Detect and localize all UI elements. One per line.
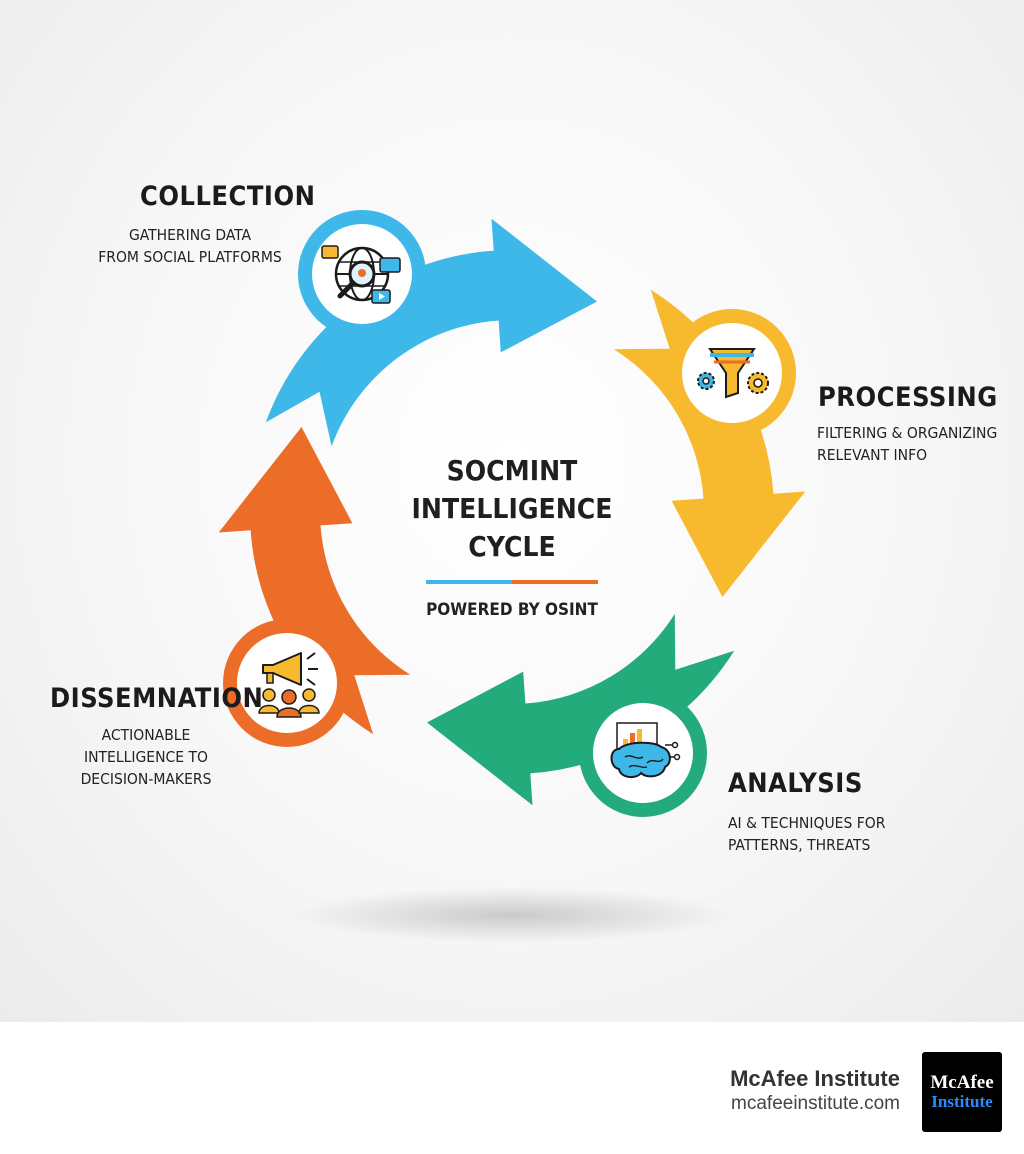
footer: McAfee Institute mcafeeinstitute.com — [0, 1022, 1024, 1154]
processing-arrow — [613, 289, 806, 597]
cycle-diagram — [218, 210, 806, 943]
center-title-line2: INTELLIGENCE CYCLE — [411, 492, 613, 563]
collection-title: COLLECTION — [140, 181, 316, 212]
center-subtitle: POWERED BY OSINT — [426, 600, 598, 620]
processing-icon-badge — [668, 309, 796, 437]
collection-icon-badge — [298, 210, 426, 338]
logo-line1: McAfee — [930, 1072, 994, 1093]
center-divider — [426, 580, 598, 584]
collection-arrow — [265, 218, 597, 447]
funnel-gears-icon — [697, 348, 769, 399]
infographic-canvas: COLLECTION GATHERING DATA FROM SOCIAL PL… — [0, 0, 1024, 1022]
brain-chart-icon — [610, 722, 681, 779]
dissemination-icon-badge — [223, 619, 351, 747]
megaphone-people-icon — [258, 652, 320, 718]
analysis-arrow — [427, 613, 735, 806]
globe-search-icon — [321, 245, 401, 304]
floor-shadow — [292, 887, 732, 943]
center-title-line1: SOCMINT — [446, 454, 578, 487]
dissemination-title: DISSEMNATION — [50, 683, 264, 714]
mcafee-institute-logo: McAfee Institute — [922, 1052, 1002, 1132]
dissemination-description: ACTIONABLE INTELLIGENCE TO DECISION-MAKE… — [80, 726, 212, 788]
analysis-description: AI & TECHNIQUES FOR PATTERNS, THREATS — [728, 814, 886, 854]
processing-title: PROCESSING — [818, 382, 998, 413]
footer-org-text: McAfee Institute mcafeeinstitute.com — [730, 1066, 900, 1116]
footer-org-name: McAfee Institute — [730, 1066, 900, 1091]
analysis-title: ANALYSIS — [728, 768, 863, 799]
cycle-center-label: SOCMINT INTELLIGENCE CYCLE POWERED BY OS… — [372, 452, 652, 620]
processing-description: FILTERING & ORGANIZING RELEVANT INFO — [817, 424, 998, 464]
collection-description: GATHERING DATA FROM SOCIAL PLATFORMS — [98, 226, 282, 266]
logo-line2: Institute — [931, 1092, 993, 1111]
footer-org-url[interactable]: mcafeeinstitute.com — [731, 1093, 900, 1114]
analysis-icon-badge — [579, 689, 707, 817]
dissemination-arrow — [218, 427, 411, 735]
